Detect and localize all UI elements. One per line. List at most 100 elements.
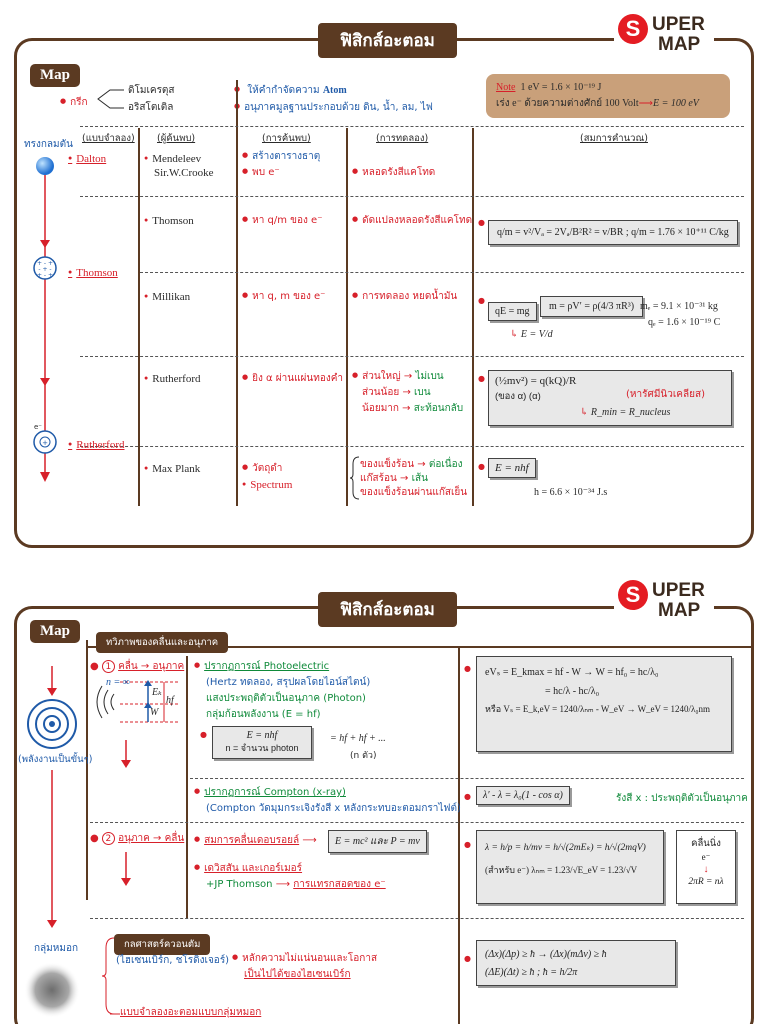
eq-planck-a: E = nhf: [488, 458, 536, 478]
aristotle: อริสโตเติล: [128, 102, 174, 113]
photon-sum-n: (n ตัว): [350, 751, 377, 761]
db-eq1: λ = h/p = h/mv = h/√(2mEₖ) = h/√(2mqV): [485, 843, 646, 853]
discovery-thomson: หา q/m ของ e⁻: [242, 214, 322, 228]
elements: อนุภาคมูลฐานประกอบด้วย ดิน, น้ำ, ลม, ไฟ: [234, 101, 433, 115]
r1-result: ไม่เบน: [415, 371, 444, 382]
model-rutherford: Rutherford: [68, 438, 124, 453]
logo2-pin-icon: S: [618, 580, 648, 610]
uncert-title: หลักความไม่แน่นอนและโอกาส: [232, 952, 377, 966]
col-divider-3: [346, 128, 348, 506]
n-infinity: n = ∞: [106, 677, 130, 688]
eq-rutherford-c: ↳ R_min = R_nucleus: [580, 407, 671, 418]
note-label: Note: [496, 82, 516, 93]
atom-definition: ให้คำกำจัดความ Atom: [234, 84, 347, 98]
eq-millikan-b: m = ρV′ = ρ(4/3 πR³): [540, 296, 644, 317]
timeline-arrow-icon: + - + - + - + - + + e⁻: [33, 157, 57, 482]
item2-down-arrow-icon: [121, 852, 131, 886]
davisson-link: การแทรกสอดของ e⁻: [293, 879, 386, 890]
panel-2-logo: S UPER MAP: [614, 576, 714, 626]
svg-text:- + -: - + -: [38, 266, 51, 273]
svg-text:+: +: [42, 439, 48, 447]
panel-1-logo: S UPER MAP: [614, 10, 714, 60]
discovery-rutherford: ยิง α ผ่านแผ่นทองคำ: [242, 372, 343, 386]
model-dalton: Dalton: [68, 152, 106, 167]
atom-word: Atom: [322, 85, 347, 96]
standing-eq: 2πR = nλ: [688, 876, 724, 887]
r1-label: ส่วนใหญ่: [362, 371, 401, 382]
discovery-periodic: สร้างตารางธาตุ: [242, 150, 320, 164]
row-sep-1: [80, 196, 744, 197]
davisson-sub-text: +JP Thomson: [206, 879, 273, 890]
eq-millikan-e-text: E = V/d: [520, 329, 553, 340]
eq-rutherford-c-text: R_min = R_nucleus: [590, 407, 671, 418]
discovery-millikan: หา q, m ของ e⁻: [242, 290, 325, 304]
svg-text:e⁻: e⁻: [34, 423, 42, 431]
eq-bullet-thomson: ●: [478, 218, 485, 227]
row-sep-4: [80, 446, 744, 447]
item1-down-arrow-icon: [121, 740, 131, 768]
db-bullet: ●: [464, 840, 471, 849]
p2-result: เส้น: [411, 473, 428, 484]
item1-number: 1: [101, 660, 115, 673]
qm-names: (ไฮเซนเบิร์ก, ชโรดิงเจอร์): [116, 955, 230, 966]
section-tab-label: ทวิภาพของคลื่นและอนุภาค: [106, 637, 219, 648]
experiment-p1: ของแข็งร้อน → ต่อเนื่อง: [360, 459, 463, 470]
qm-brace-icon: [101, 937, 120, 1015]
r3-label: น้อยมาก: [362, 403, 399, 414]
p2-col-divider-2: [458, 646, 460, 1024]
pe-eq2: = hc/λ - hc/λ₀: [545, 686, 600, 697]
p2-row-sep-2: [90, 822, 744, 823]
db-eq2: (สำหรับ e⁻) λₙₘ = 1.23/√E_eV = 1.23/√V: [485, 864, 638, 875]
standing-box: คลื่นนิ่ง e⁻ ↓ 2πR = nλ: [676, 830, 736, 904]
discoverer-mendeleev: Mendeleev: [144, 152, 201, 167]
r2-label: ส่วนน้อย: [362, 387, 400, 398]
header-discoverer: (ผู้ค้นพบ): [157, 133, 196, 144]
logo-text-line1: UPER: [652, 14, 705, 35]
experiment-r3: น้อยมาก → สะท้อนกลับ: [362, 403, 464, 414]
pe-eq3: หรือ Vₛ = E_k,eV = 1240/λₙₘ - W_eV → W_e…: [485, 704, 710, 714]
eq-bullet-millikan: ●: [478, 296, 485, 305]
row-sep-3: [80, 356, 744, 357]
header-model: (แบบจำลอง): [82, 133, 135, 144]
compton-title-text: ปรากฏการณ์ Compton (x-ray): [204, 787, 346, 798]
photon-eq2: n = จำนวน photon: [225, 743, 299, 753]
eq-rutherford-box: (½mv²) = q(kQ)/R (ของ α) (α): [488, 370, 732, 426]
compton-sub: (Compton วัดมุมกระเจิงรังสี x หลังกระทบอ…: [206, 803, 461, 814]
eq-millikan-d: qₑ = 1.6 × 10⁻¹⁹ C: [648, 317, 721, 328]
compton-title: ปรากฏการณ์ Compton (x-ray): [194, 786, 346, 800]
note-line2b: E = 100 eV: [652, 98, 699, 109]
photon-bullet: ●: [200, 730, 207, 739]
header-equation: (สมการคำนวณ): [580, 133, 648, 144]
item2: ● 2 อนุภาค → คลื่น: [90, 832, 185, 845]
standing-arrow-icon: ↓: [703, 863, 709, 875]
standing-e: e⁻: [701, 852, 711, 863]
energy-levels-label: (พลังงานเป็นขั้นๆ): [18, 754, 93, 765]
photon-sum: = hf + hf + ...: [330, 733, 386, 744]
discoverer-millikan: Millikan: [144, 290, 190, 305]
experiment-r1: ส่วนใหญ่ → ไม่เบน: [352, 370, 444, 384]
planck-brace-icon: [350, 456, 360, 500]
discovery-blackbody: วัตถุดำ: [242, 462, 282, 476]
eq-bullet-rutherford: ●: [478, 374, 485, 383]
r2-result: เบน: [414, 387, 431, 398]
experiment-r2: ส่วนน้อย → เบน: [362, 387, 431, 398]
header-discovery: (การค้นพบ): [262, 133, 311, 144]
greek-branch-icon: [97, 89, 124, 109]
col-divider-4: [472, 128, 474, 506]
standing-title: คลื่นนิ่ง: [691, 839, 721, 849]
debroglie-eq: E = mc² และ P = mv: [328, 830, 427, 853]
pe-eq1: eVₛ = E_kmax = hf - W → W = hf₀ = hc/λ₀: [485, 667, 659, 678]
header-experiment: (การทดลอง): [376, 133, 429, 144]
energy-level-atom-icon: [24, 666, 80, 1018]
experiment-crooke: หลอดรังสีแคโทด: [352, 166, 435, 180]
compton-eq: λ′ - λ = λ₀(1 - cos α): [476, 786, 570, 805]
qm-tab: กลศาสตร์ควอนตัม: [114, 934, 211, 955]
debroglie-title: สมการคลื่นเดอบรอยล์ ⟶: [194, 834, 317, 848]
item1-label: คลื่น → อนุภาค: [118, 661, 185, 672]
discoverer-thomson: Thomson: [144, 214, 194, 229]
panel-2-title: ฟิสิกส์อะตอม: [318, 592, 457, 627]
pe-bullet: ●: [464, 664, 471, 673]
democritus: ดิโมเครตุส: [128, 85, 175, 96]
section-tab-vertical: [86, 640, 88, 900]
experiment-p2: แก๊สร้อน → เส้น: [360, 473, 428, 484]
